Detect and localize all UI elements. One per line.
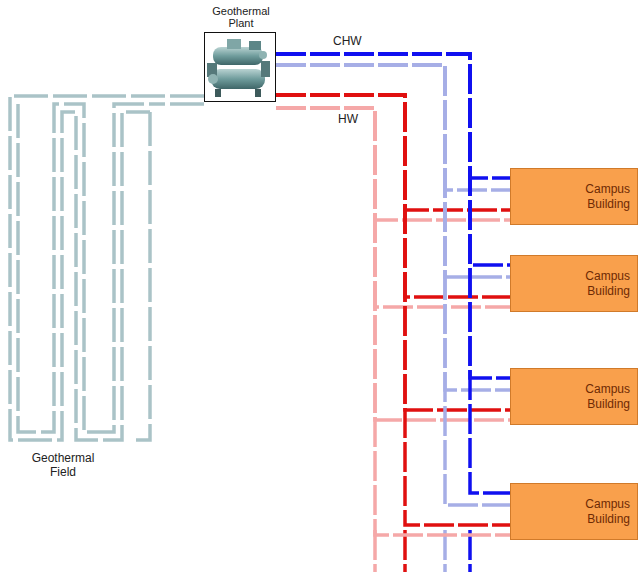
chiller-part [255,89,261,97]
pipe-connector [276,54,510,535]
hw-supply-pipe [276,95,510,297]
building-name: Campus Building [554,182,637,211]
chw-return-pipe [276,65,510,390]
hw-return-pipe [276,108,510,220]
chiller-part [215,89,221,97]
chw-return-pipe [276,65,510,277]
chiller-part [261,61,270,77]
chw-supply-pipe [276,54,510,378]
hw-supply-pipe [276,95,510,525]
building-name: Campus Building [554,497,637,526]
building-name: Campus Building [554,382,637,411]
chiller-illustration [205,33,274,100]
pipe-connector [276,54,510,307]
chiller-part [249,41,261,50]
building-name: Campus Building [554,269,637,298]
building-box: Campus Building [510,168,638,225]
plant-box: Geothermal Plant [204,32,276,102]
plant-heading: Geothermal Plant [203,5,279,30]
hw-return-pipe [276,108,510,420]
hw-supply-pipe [276,95,510,210]
chiller-part [208,74,218,84]
ground-loop-pipe [10,96,204,440]
field-label: Geothermal Field [24,452,102,480]
chiller-part [211,69,265,89]
pipe-connector [276,54,510,220]
chw-return-pipe [276,65,510,505]
ground-loop [10,96,204,440]
chw-supply-pipe [276,54,510,265]
ground-loop-pipe [18,104,204,440]
pipe-label: HW [338,113,358,127]
hw-supply-pipe [276,95,510,410]
chiller-part [227,39,241,49]
building-box: Campus Building [510,255,638,312]
hw-return-pipe [276,108,510,307]
pipe-label: CHW [333,35,362,49]
chw-return-pipe [276,65,510,190]
chiller-part [259,51,267,59]
building-box: Campus Building [510,483,638,540]
building-box: Campus Building [510,368,638,425]
chw-supply-pipe [276,54,510,493]
chw-supply-pipe [276,54,510,178]
hw-return-pipe [276,108,510,535]
